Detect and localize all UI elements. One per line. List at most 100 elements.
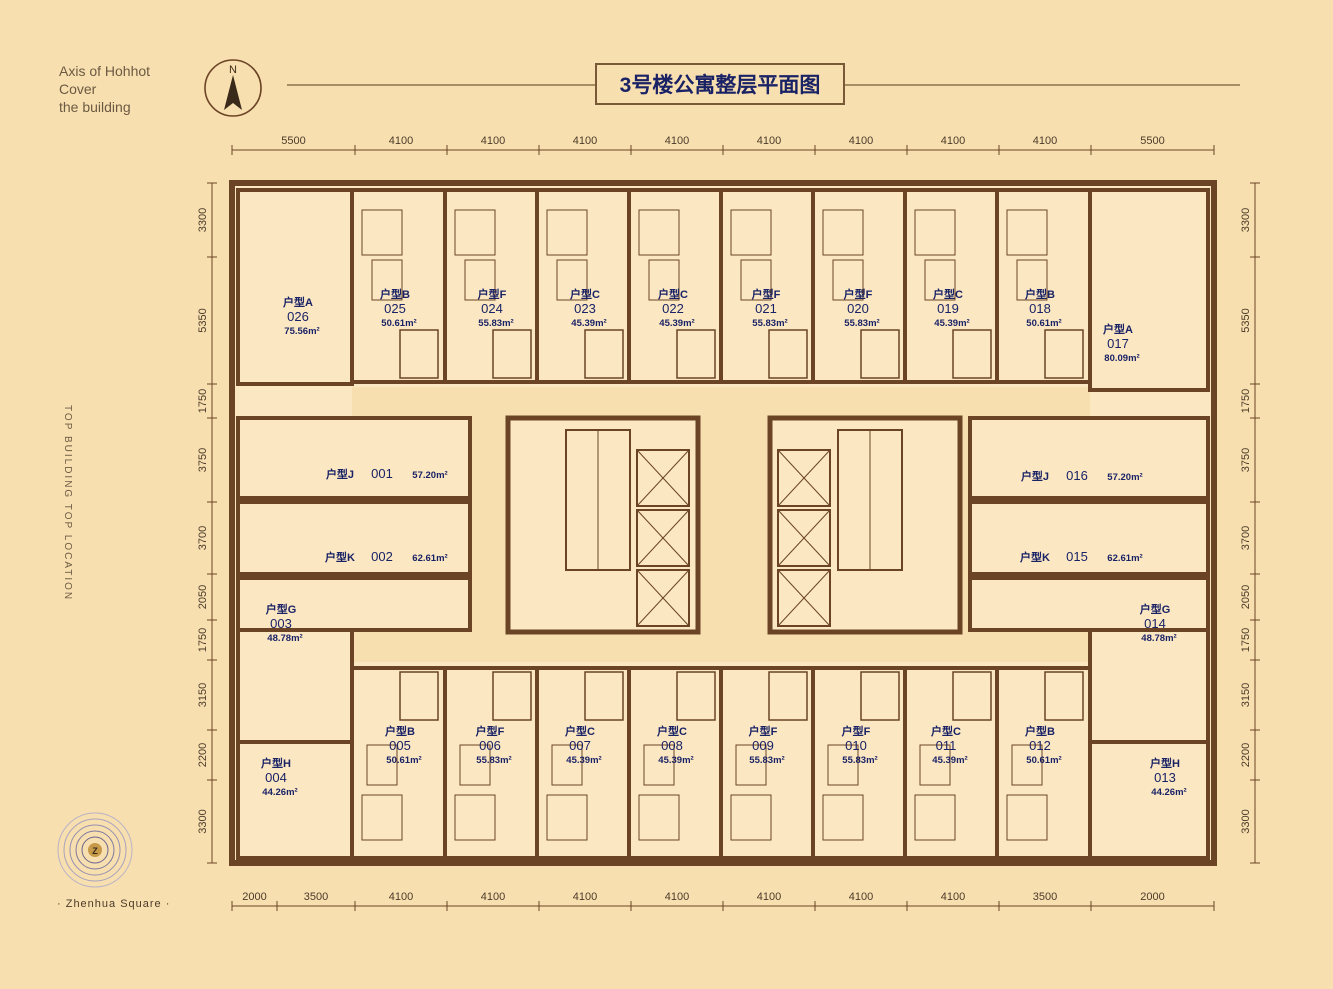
bed-icon	[638, 794, 680, 841]
unit-type: 户型J	[1021, 469, 1049, 483]
kitchen-counter	[371, 259, 403, 301]
dimension-label: 1750	[197, 628, 209, 652]
unit-type: 户型F	[842, 724, 871, 738]
bathroom	[860, 671, 900, 721]
unit-area: 50.61m²	[381, 318, 416, 329]
unit-room-top	[719, 188, 815, 384]
unit-area: 55.83m²	[476, 755, 511, 766]
dimension-label: 2000	[1140, 891, 1164, 903]
bed-icon	[361, 794, 403, 841]
unit-area: 57.20m²	[412, 470, 447, 481]
brand-caption: · Zhenhua Square ·	[57, 898, 171, 910]
dimension-label: 4100	[665, 891, 689, 903]
unit-number: 020	[847, 301, 869, 316]
dimension-label: 2050	[197, 585, 209, 609]
unit-room-top	[903, 188, 999, 384]
unit-number: 009	[752, 738, 774, 753]
unit-room-side	[236, 416, 472, 500]
unit-area: 48.78m²	[1141, 633, 1176, 644]
bed-icon	[730, 209, 772, 256]
bed-icon	[914, 794, 956, 841]
bathroom	[676, 671, 716, 721]
unit-type: 户型C	[570, 287, 600, 301]
corner-line-2: Cover	[59, 81, 97, 97]
unit-number: 010	[845, 738, 867, 753]
unit-type: 户型H	[1150, 756, 1180, 770]
dimension-label: 2200	[197, 743, 209, 767]
unit-area: 48.78m²	[267, 633, 302, 644]
unit-type: 户型F	[844, 287, 873, 301]
unit-number: 023	[574, 301, 596, 316]
unit-area: 50.61m²	[1026, 318, 1061, 329]
unit-area: 55.83m²	[844, 318, 879, 329]
unit-room-top	[627, 188, 723, 384]
unit-area: 45.39m²	[934, 318, 969, 329]
dimension-label: 3150	[197, 683, 209, 707]
page-title: 3号楼公寓整层平面图	[595, 63, 845, 105]
dimension-label: 4100	[941, 891, 965, 903]
dimension-label: 2000	[242, 891, 266, 903]
unit-type: 户型G	[1140, 602, 1171, 616]
unit-type: 户型C	[931, 724, 961, 738]
unit-type: 户型C	[933, 287, 963, 301]
kitchen-counter	[648, 259, 680, 301]
bathroom	[492, 671, 532, 721]
unit-type: 户型B	[1025, 287, 1055, 301]
unit-type: 户型A	[283, 295, 313, 309]
dimension-label: 2050	[1240, 585, 1252, 609]
kitchen-counter	[735, 744, 767, 786]
unit-area: 44.26m²	[1151, 787, 1186, 798]
bed-icon	[546, 794, 588, 841]
dimension-label: 1750	[197, 389, 209, 413]
dimension-label: 5500	[281, 135, 305, 147]
bathroom	[1044, 329, 1084, 379]
unit-number: 013	[1154, 770, 1176, 785]
bathroom	[952, 671, 992, 721]
unit-number: 025	[384, 301, 406, 316]
unit-area: 44.26m²	[262, 787, 297, 798]
logo-text: Z	[92, 846, 98, 856]
unit-area: 80.09m²	[1104, 353, 1139, 364]
dimension-label: 4100	[1033, 135, 1057, 147]
dimension-label: 3300	[1240, 809, 1252, 833]
unit-number: 008	[661, 738, 683, 753]
unit-room-side	[236, 740, 354, 860]
bathroom	[952, 329, 992, 379]
zhenhua-logo: Z	[57, 812, 133, 888]
bed-icon	[822, 209, 864, 256]
unit-number: 018	[1029, 301, 1051, 316]
dimension-label: 1750	[1240, 389, 1252, 413]
dimension-label: 4100	[573, 891, 597, 903]
kitchen-counter	[827, 744, 859, 786]
unit-number: 007	[569, 738, 591, 753]
dimension-label: 4100	[849, 135, 873, 147]
unit-type: 户型B	[380, 287, 410, 301]
dimension-label: 5350	[197, 308, 209, 332]
kitchen-counter	[366, 744, 398, 786]
kitchen-counter	[1011, 744, 1043, 786]
corner-line-1: Axis of Hohhot	[59, 63, 151, 79]
unit-type: 户型B	[1025, 724, 1055, 738]
unit-area: 62.61m²	[412, 553, 447, 564]
unit-room-side	[968, 416, 1210, 500]
unit-area: 55.83m²	[752, 318, 787, 329]
unit-area: 57.20m²	[1107, 472, 1142, 483]
bottom-unit-row	[350, 666, 1092, 860]
kitchen-counter	[464, 259, 496, 301]
unit-number: 012	[1029, 738, 1051, 753]
